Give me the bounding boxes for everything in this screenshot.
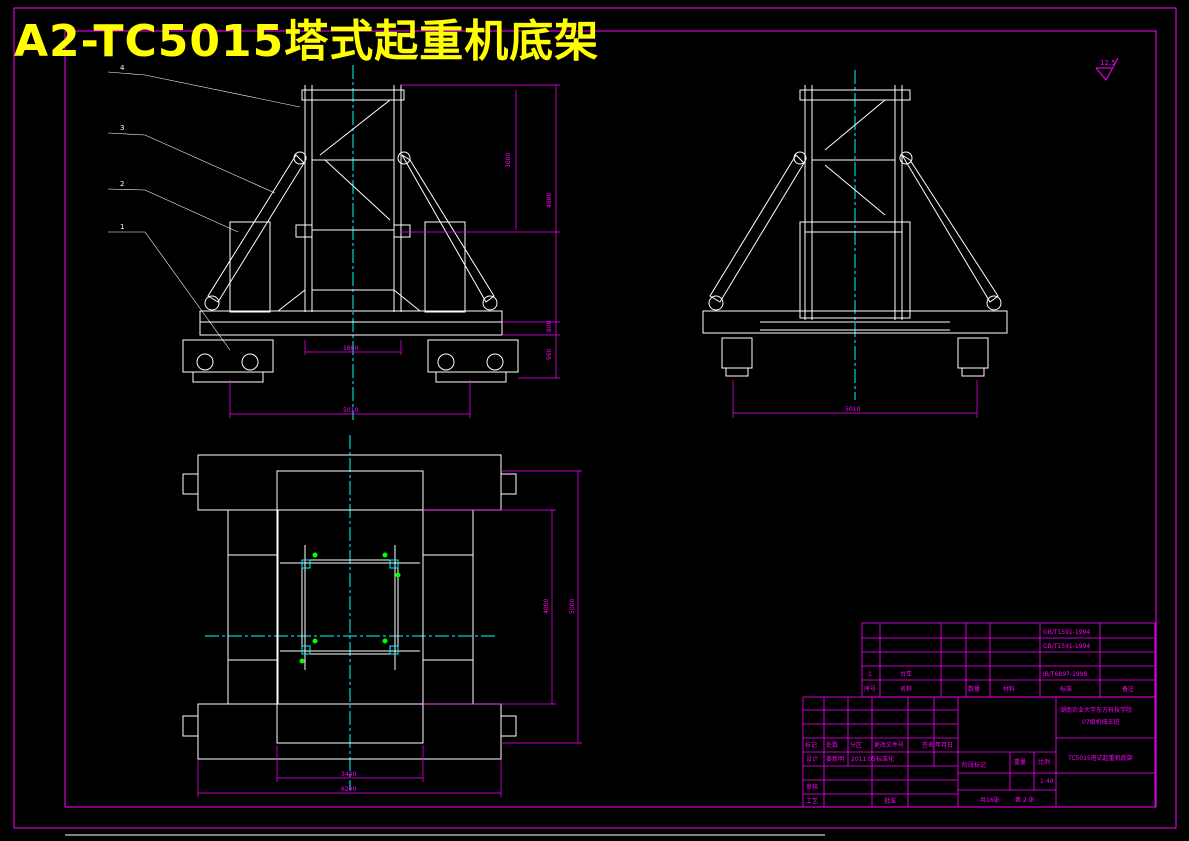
plan-view: 4000 5000 3400 6200: [182, 435, 582, 797]
callout-4: 4: [120, 64, 125, 72]
school-name: 湖南农业大学东方科技学院: [1060, 706, 1132, 714]
dim-small-1: 800: [546, 320, 553, 332]
plan-dim-outer-height: 5000: [569, 599, 576, 614]
parts-list: GB/T1591-1994 GB/T1591-1994 JB/T6897-199…: [861, 622, 1156, 698]
row-name: 台车: [900, 670, 912, 678]
design-date: 2011.05: [851, 756, 876, 763]
weight-label: 重量: [1014, 758, 1026, 766]
side-view: 5010: [702, 70, 1008, 418]
callout-3: 3: [120, 124, 124, 132]
hdr-seq: 序号: [864, 685, 876, 693]
dim-upper-height: 3000: [505, 153, 512, 168]
callout-1: 1: [120, 223, 124, 231]
hdr-remark: 备注: [1122, 685, 1134, 693]
std-2: GB/T1591-1994: [1043, 643, 1090, 650]
std-3: JB/T6897-1998: [1042, 671, 1087, 678]
outer-frame: [13, 7, 1177, 829]
rev-h-count: 处数: [826, 741, 838, 749]
scale-value: 1:40: [1040, 778, 1054, 785]
dim-total-height: 4880: [546, 193, 553, 208]
dim-small-2: 960: [546, 348, 553, 360]
rev-h-doc: 更改文件号: [874, 741, 904, 749]
designer: 姜新明: [826, 755, 844, 763]
sheet-number: 第 2 张: [1015, 796, 1035, 804]
rev-h-zone: 分区: [850, 741, 862, 749]
side-dim-outer-width: 5010: [845, 406, 860, 413]
svg-text:12.5: 12.5: [1100, 59, 1116, 67]
class-name: 07级机械五班: [1082, 718, 1120, 726]
row-seq: 1: [868, 671, 872, 678]
sheet-count: 共16张: [980, 796, 1000, 804]
review-label: 审核: [806, 783, 818, 791]
roughness-mark: 12.5: [1095, 57, 1119, 81]
plan-dim-inner-width: 3400: [341, 771, 356, 778]
std-1: GB/T1591-1994: [1043, 629, 1090, 636]
hdr-name: 名称: [900, 685, 912, 693]
hdr-standard: 标准: [1060, 685, 1072, 693]
hdr-qty: 数量: [968, 685, 980, 693]
dim-outer-width: 5010: [343, 407, 358, 414]
stage-label: 阶段标记: [962, 761, 986, 769]
process-label: 工艺: [806, 797, 818, 805]
title-block: 湖南农业大学东方科技学院 07级机械五班 TC5015塔式起重机底架 标记 处数…: [802, 696, 1156, 808]
standardization-label: 标准化: [876, 755, 894, 763]
drawing-title: A2-TC5015塔式起重机底架: [14, 16, 600, 67]
scale-label: 比例: [1038, 758, 1050, 766]
drawing-name: TC5015塔式起重机底架: [1067, 754, 1133, 762]
front-view: 4 3 2 1 3000 4880 800 960 1600: [107, 64, 560, 420]
design-label: 设计: [806, 755, 818, 763]
dim-inner-width: 1600: [343, 345, 358, 352]
rev-h-mark: 标记: [805, 741, 817, 749]
inner-frame: [64, 30, 1157, 808]
rev-h-date: 年月日: [935, 741, 953, 749]
rev-h-sign: 签名: [922, 741, 934, 749]
hdr-material: 材料: [1003, 685, 1015, 693]
plan-dim-inner-height: 4000: [543, 599, 550, 614]
approve-label: 批准: [884, 797, 896, 805]
plan-dim-outer-width: 6200: [341, 786, 356, 793]
callout-2: 2: [120, 180, 124, 188]
